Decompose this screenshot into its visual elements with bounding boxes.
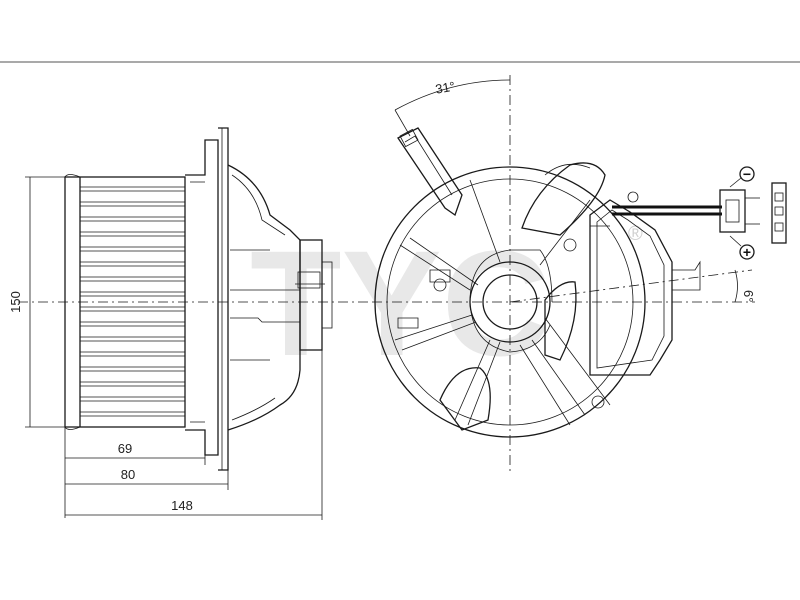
clip-top-right — [563, 238, 577, 252]
fan-wheel-outline — [64, 176, 186, 428]
minus-label: − — [743, 166, 751, 182]
motor-housing — [227, 164, 301, 431]
angle-6-arc — [734, 269, 738, 303]
dim-148-label: 148 — [171, 498, 193, 513]
dim-150-label: 150 — [8, 291, 23, 313]
mounting-arm — [397, 127, 463, 217]
clip-bottom-right — [591, 395, 605, 409]
electrical-connector — [719, 182, 787, 244]
side-connector — [297, 271, 321, 289]
fan-blades — [80, 186, 185, 417]
connector-body — [719, 189, 746, 233]
housing-ribs — [394, 179, 611, 426]
angle-31-label: 31° — [434, 78, 456, 96]
blade-bottom — [439, 367, 491, 431]
connector-plug-end — [771, 182, 787, 244]
minus-symbol: − — [729, 166, 755, 188]
resistor-tab — [672, 260, 701, 291]
clip-top — [627, 191, 639, 203]
dim-80-label: 80 — [121, 467, 135, 482]
housing-flange — [185, 139, 219, 456]
blade-top — [521, 162, 606, 236]
flange-plate — [218, 127, 229, 471]
hub-inner — [482, 274, 538, 330]
housing-outer-ring — [374, 166, 646, 438]
watermark-text: TYC — [250, 219, 550, 387]
angle-6-line — [509, 269, 753, 303]
left-tab — [397, 317, 419, 329]
plus-symbol: + — [729, 235, 755, 260]
motor-end — [321, 261, 333, 329]
front-view: − + 31° 6° — [372, 75, 787, 475]
plus-label: + — [743, 244, 751, 260]
blade-right — [544, 281, 577, 361]
side-view: 150 69 80 148 — [8, 127, 370, 520]
clip-left — [433, 278, 447, 292]
housing-inner-ring — [386, 178, 634, 426]
tyc-watermark: TYC ® — [250, 219, 643, 387]
angle-31-arc — [394, 79, 511, 111]
dim-69-label: 69 — [118, 441, 132, 456]
angle-6-label: 6° — [741, 290, 756, 302]
